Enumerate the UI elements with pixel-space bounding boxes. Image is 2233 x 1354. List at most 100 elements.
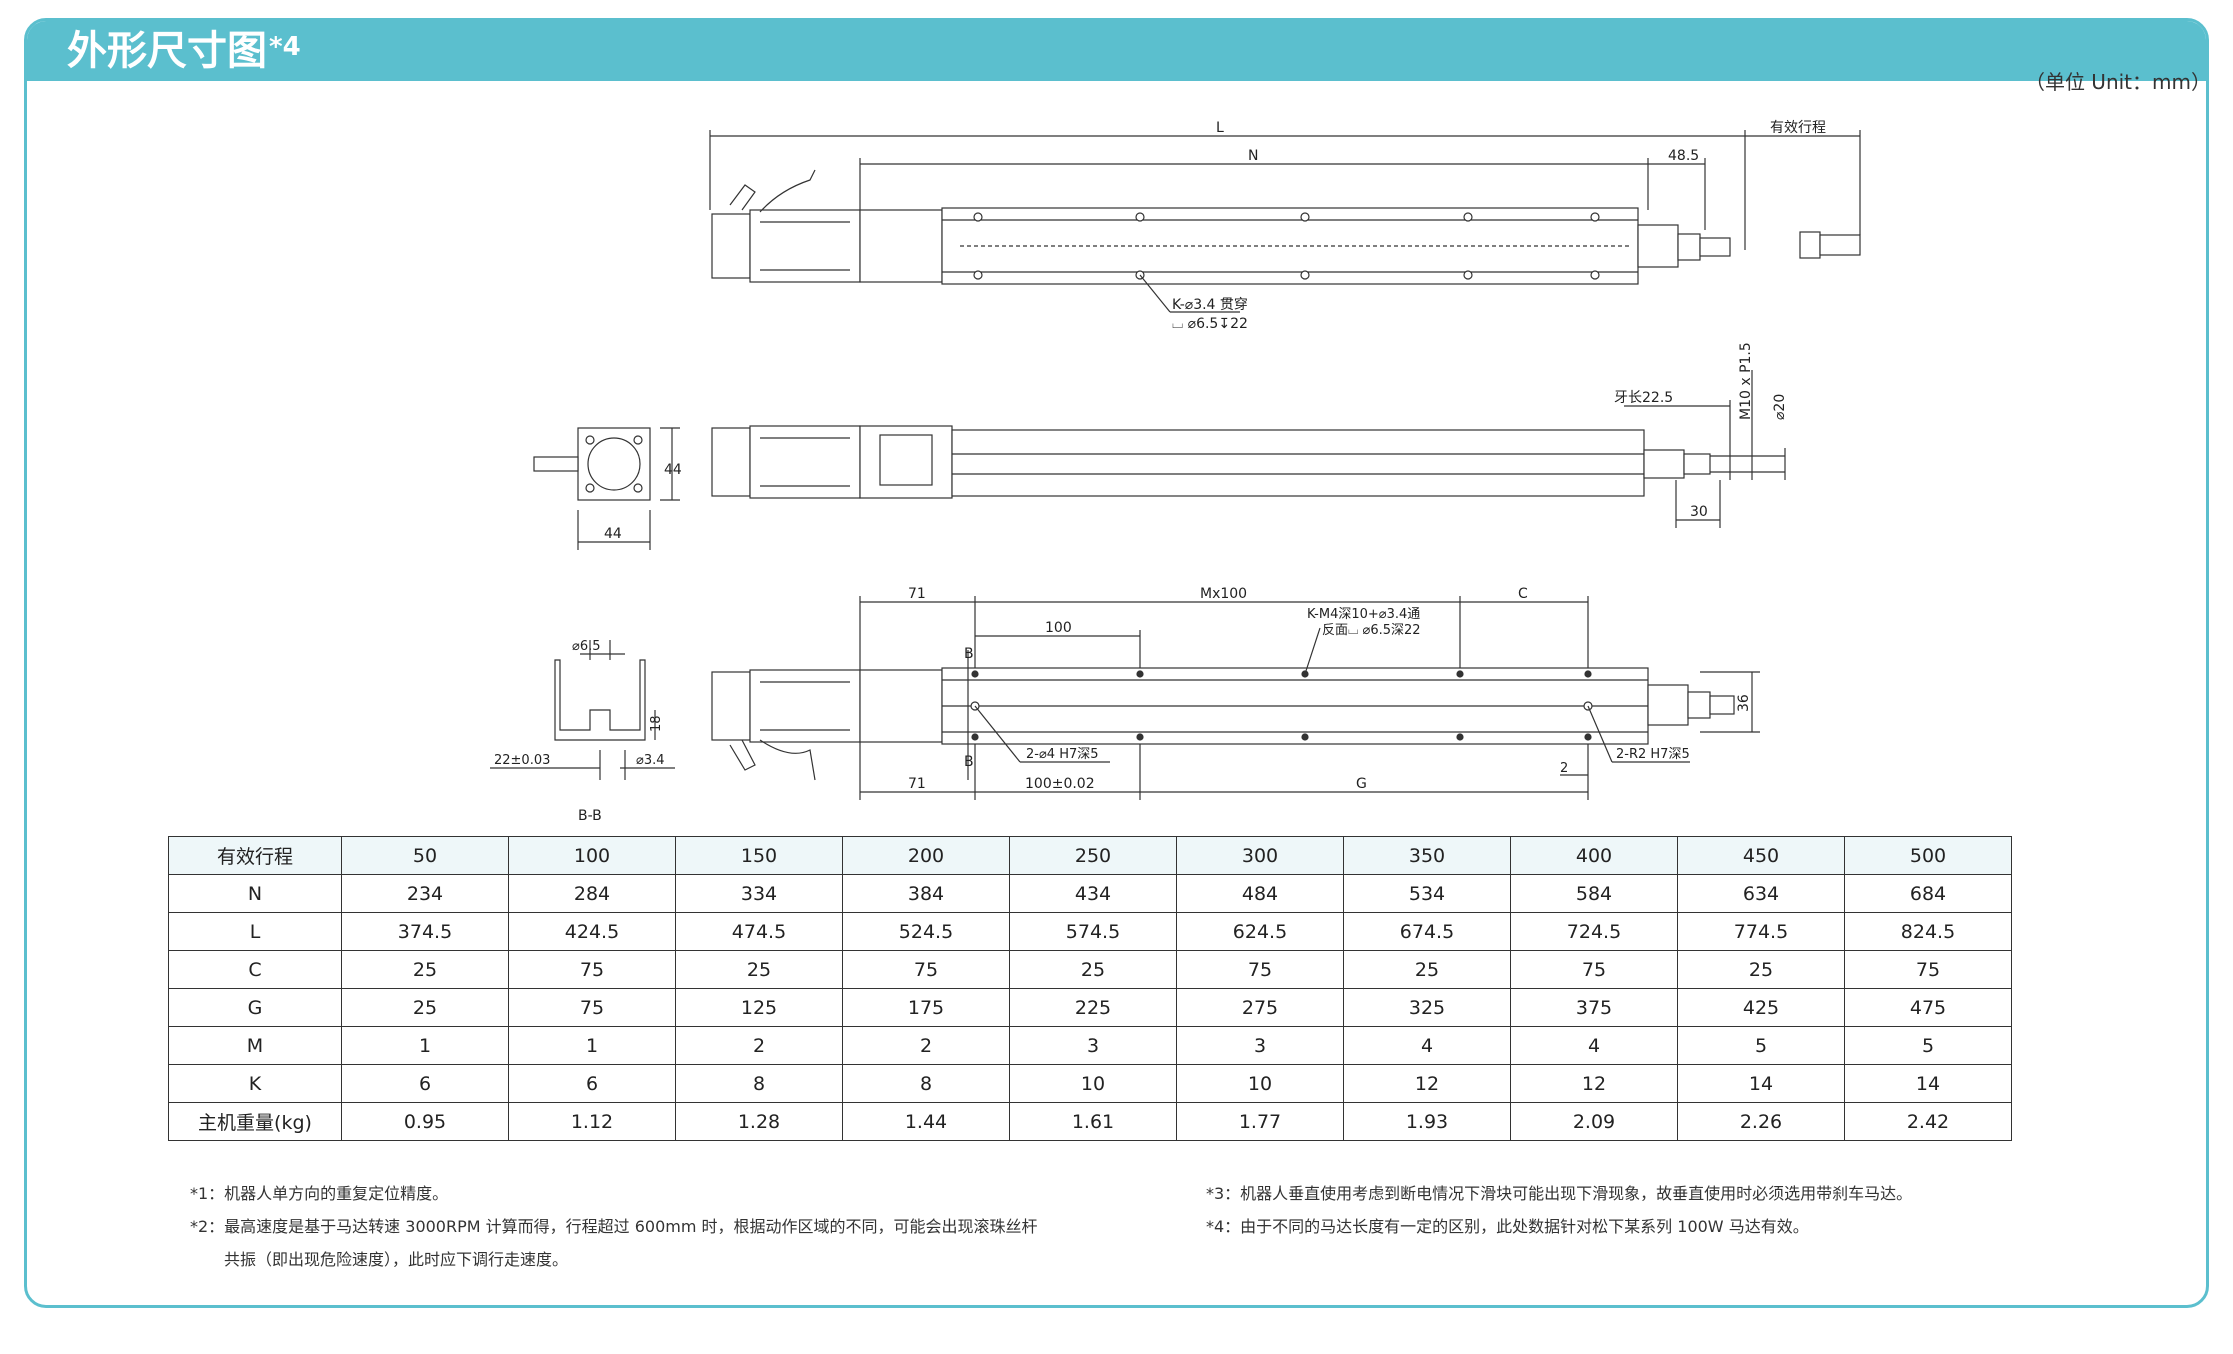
- table-cell: 574.5: [1009, 912, 1177, 951]
- table-cell: 75: [1510, 950, 1678, 989]
- row-header: C: [168, 950, 342, 989]
- table-cell: 5: [1844, 1026, 2012, 1065]
- dim-N: N: [1248, 148, 1258, 164]
- section-header: 外形尺寸图*4: [27, 21, 2206, 81]
- note-2-continued: 共振（即出现危险速度），此时应下调行走速度。: [224, 1250, 569, 1269]
- hole-callout-2: ⌴ ⌀6.5↧22: [1172, 316, 1248, 332]
- table-cell: 225: [1009, 988, 1177, 1027]
- table-cell: 284: [508, 874, 676, 913]
- section-dim-d3-4: ⌀3.4: [636, 753, 665, 768]
- table-cell: 50: [341, 836, 509, 875]
- hole-callout-1: K-⌀3.4 贯穿: [1172, 297, 1248, 313]
- table-cell: 6: [508, 1064, 676, 1103]
- table-cell: 824.5: [1844, 912, 2012, 951]
- row-header: L: [168, 912, 342, 951]
- table-cell: 450: [1677, 836, 1845, 875]
- pin-hole-callout: 2-⌀4 H7深5: [1026, 747, 1099, 762]
- table-cell: 75: [1844, 950, 2012, 989]
- table-cell: 12: [1510, 1064, 1678, 1103]
- dim-71-bottom: 71: [908, 776, 926, 792]
- content-frame: 外形尺寸图*4: [24, 18, 2209, 1308]
- tap-callout-2: 反面⌴ ⌀6.5深22: [1322, 623, 1421, 638]
- table-cell: 1.12: [508, 1102, 676, 1141]
- table-cell: 634: [1677, 874, 1845, 913]
- table-cell: 75: [508, 950, 676, 989]
- dim-100-tolerance: 100±0.02: [1025, 776, 1095, 792]
- table-cell: 6: [341, 1064, 509, 1103]
- table-cell: 275: [1176, 988, 1344, 1027]
- row-header: N: [168, 874, 342, 913]
- table-cell: 375: [1510, 988, 1678, 1027]
- dim-44-vertical: 44: [664, 462, 682, 478]
- table-cell: 25: [341, 988, 509, 1027]
- dim-G: G: [1356, 776, 1367, 792]
- dim-thread-length: 牙长22.5: [1614, 390, 1673, 406]
- table-cell: 2.09: [1510, 1102, 1678, 1141]
- note-4: *4：由于不同的马达长度有一定的区别，此处数据针对松下某系列 100W 马达有效…: [1206, 1217, 1809, 1236]
- dim-44-horizontal: 44: [604, 526, 622, 542]
- dim-71-top: 71: [908, 586, 926, 602]
- unit-label: （单位 Unit：mm）: [2024, 70, 2211, 94]
- section-mark-b-bottom: B: [964, 754, 974, 770]
- table-cell: 25: [1009, 950, 1177, 989]
- table-cell: 384: [842, 874, 1010, 913]
- note-2: *2：最高速度是基于马达转速 3000RPM 计算而得，行程超过 600mm 时…: [190, 1217, 1038, 1236]
- table-cell: 374.5: [341, 912, 509, 951]
- table-cell: 75: [842, 950, 1010, 989]
- table-cell: 100: [508, 836, 676, 875]
- dim-100: 100: [1045, 620, 1072, 636]
- row-header: G: [168, 988, 342, 1027]
- table-cell: 500: [1844, 836, 2012, 875]
- table-cell: 5: [1677, 1026, 1845, 1065]
- table-cell: 325: [1343, 988, 1511, 1027]
- dim-48-5: 48.5: [1668, 148, 1699, 164]
- table-cell: 424.5: [508, 912, 676, 951]
- table-cell: 674.5: [1343, 912, 1511, 951]
- table-cell: 200: [842, 836, 1010, 875]
- note-1: *1：机器人单方向的重复定位精度。: [190, 1184, 449, 1203]
- table-cell: 125: [675, 988, 843, 1027]
- table-cell: 1.44: [842, 1102, 1010, 1141]
- table-cell: 250: [1009, 836, 1177, 875]
- table-cell: 75: [1176, 950, 1344, 989]
- section-dim-d6-5: ⌀6.5: [572, 639, 601, 654]
- table-cell: 2: [842, 1026, 1010, 1065]
- section-mark-b-top: B: [964, 646, 974, 662]
- table-cell: 474.5: [675, 912, 843, 951]
- table-cell: 334: [675, 874, 843, 913]
- table-cell: 584: [1510, 874, 1678, 913]
- table-cell: 1: [341, 1026, 509, 1065]
- dim-36: 36: [1736, 694, 1752, 712]
- slot-callout: 2-R2 H7深5: [1616, 747, 1690, 762]
- table-cell: 400: [1510, 836, 1678, 875]
- section-dim-22: 22±0.03: [494, 753, 550, 768]
- table-cell: 175: [842, 988, 1010, 1027]
- table-cell: 12: [1343, 1064, 1511, 1103]
- dim-mx100: Mx100: [1200, 586, 1247, 602]
- table-cell: 14: [1677, 1064, 1845, 1103]
- section-label: B-B: [578, 808, 602, 820]
- table-cell: 350: [1343, 836, 1511, 875]
- table-cell: 2.26: [1677, 1102, 1845, 1141]
- row-header: M: [168, 1026, 342, 1065]
- table-cell: 475: [1844, 988, 2012, 1027]
- table-cell: 684: [1844, 874, 2012, 913]
- table-cell: 1: [508, 1026, 676, 1065]
- dim-d20: ⌀20: [1772, 394, 1788, 420]
- table-cell: 3: [1176, 1026, 1344, 1065]
- row-header: 主机重量(kg): [168, 1102, 342, 1141]
- dim-m10: M10 x P1.5: [1738, 342, 1754, 420]
- table-cell: 8: [842, 1064, 1010, 1103]
- table-cell: 150: [675, 836, 843, 875]
- note-3: *3：机器人垂直使用考虑到断电情况下滑块可能出现下滑现象，故垂直使用时必须选用带…: [1206, 1184, 1913, 1203]
- table-cell: 4: [1510, 1026, 1678, 1065]
- table-cell: 25: [341, 950, 509, 989]
- table-cell: 25: [1677, 950, 1845, 989]
- table-cell: 75: [508, 988, 676, 1027]
